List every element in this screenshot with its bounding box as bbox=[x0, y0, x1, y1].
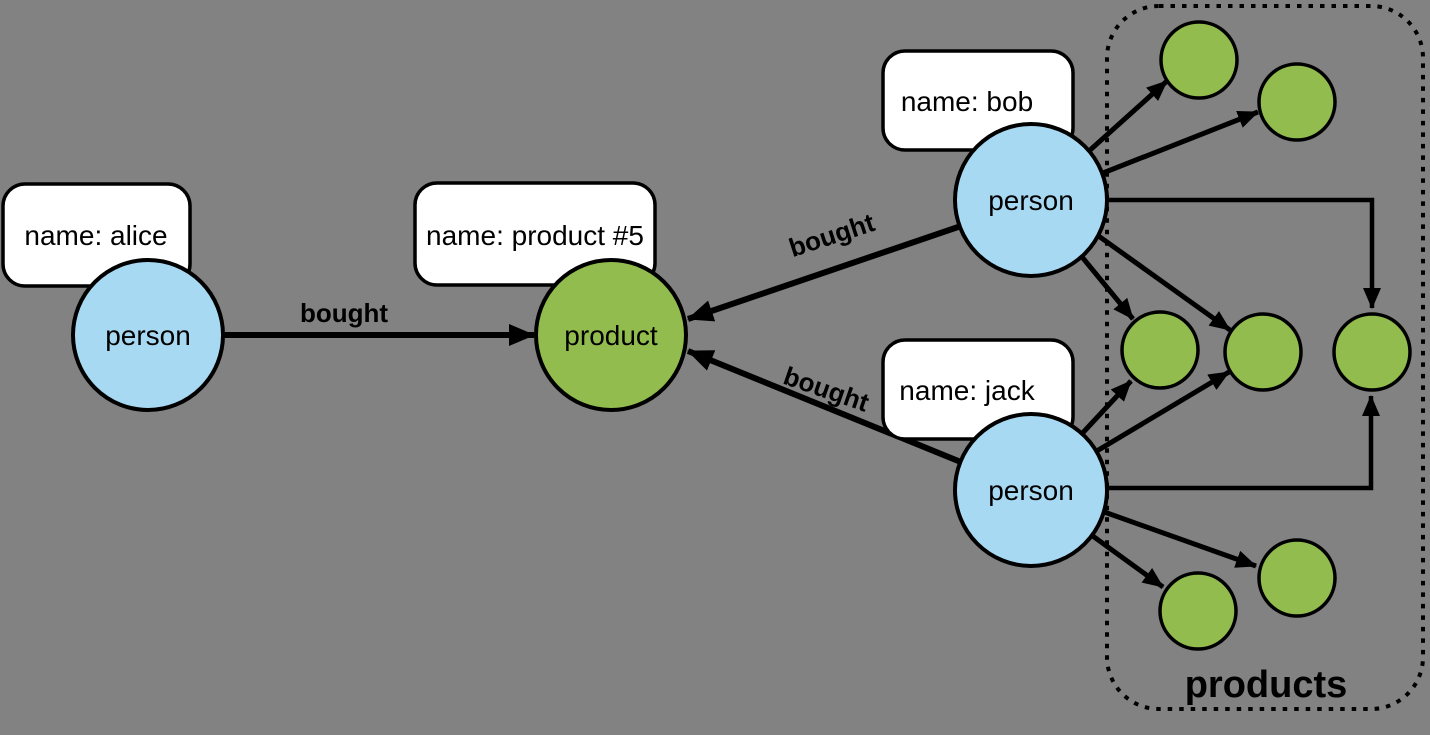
property-text-bob: name: bob bbox=[901, 86, 1033, 117]
node-label-product5: product bbox=[564, 320, 658, 351]
products-group-label: products bbox=[1185, 664, 1348, 706]
edge-jack-product-mid-3-elbow bbox=[1031, 395, 1380, 491]
node-product-small-bottom-1 bbox=[1158, 571, 1238, 651]
node-product-small-top-1 bbox=[1159, 20, 1239, 100]
node-product-small-mid-1 bbox=[1120, 310, 1200, 390]
edge-jack-bought-product bbox=[686, 348, 1007, 483]
node-product-small-mid-2 bbox=[1223, 312, 1303, 392]
node-jack-person bbox=[953, 412, 1109, 568]
node-label-alice: person bbox=[105, 320, 191, 351]
products-group-box bbox=[1105, 4, 1425, 711]
node-label-bob: person bbox=[988, 185, 1074, 216]
property-box-product5 bbox=[413, 181, 657, 287]
property-text-jack: name: jack bbox=[899, 375, 1035, 406]
node-bob-person bbox=[953, 122, 1109, 278]
node-product5 bbox=[534, 258, 688, 412]
edge-label-alice-bought: bought bbox=[300, 298, 388, 328]
property-text-alice: name: alice bbox=[24, 220, 167, 251]
edge-bob-product-mid-3-elbow bbox=[1031, 197, 1381, 309]
node-alice-person bbox=[71, 258, 225, 412]
edge-bob-bought-product bbox=[687, 208, 1006, 322]
node-product-small-top-2 bbox=[1257, 62, 1337, 142]
node-label-jack: person bbox=[988, 475, 1074, 506]
property-text-product5: name: product #5 bbox=[426, 220, 644, 251]
node-product-small-bottom-2 bbox=[1257, 538, 1337, 618]
node-product-small-mid-3 bbox=[1332, 312, 1412, 392]
